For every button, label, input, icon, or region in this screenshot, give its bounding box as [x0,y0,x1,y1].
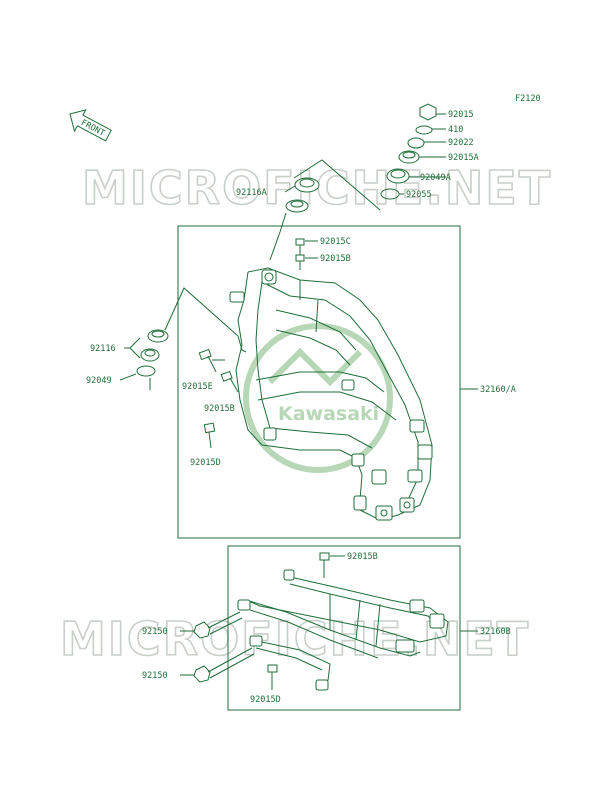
bolt-92015d-main [203,422,216,449]
label-32160a: 32160/A [480,385,516,395]
sub-frame [237,569,449,691]
bolt-92015b-sub [319,552,330,578]
label-92015b-top: 92015B [320,254,351,264]
subframe-box [227,545,461,711]
kawasaki-logo: Kawasaki [243,323,393,473]
label-410: 410 [448,125,463,135]
label-92015b-sub: 92015B [347,552,378,562]
front-arrow-icon: FRONT [69,109,112,142]
bolt-92015e [198,348,217,373]
bolt-92015b-mid [220,370,239,393]
diagram-code: F2120 [515,94,541,104]
label-92015d-main: 92015D [190,458,221,468]
label-92150-a: 92150 [142,627,168,637]
label-32160b: 32160B [480,627,511,637]
upper-bearing-92116a [285,177,320,213]
label-92015d-sub: 92015D [250,695,281,705]
bolt-92015b-top [295,254,305,270]
bolt-92015d-sub [267,664,278,690]
label-92055: 92055 [406,190,432,200]
label-92015b-mid: 92015B [204,404,235,414]
bolt-92015c [295,238,305,256]
label-92015e: 92015E [182,382,213,392]
label-92015c: 92015C [320,237,351,247]
bolt-92150-b [193,647,255,683]
label-92015a: 92015A [448,153,479,163]
logo-text: Kawasaki [278,403,379,425]
label-92150-b: 92150 [142,671,168,681]
label-92049: 92049 [86,376,112,386]
main-frame-box [177,225,461,539]
lower-bearing-92116 [136,329,169,377]
main-frame [229,267,433,521]
steering-bearing-stack [380,103,437,200]
label-92022: 92022 [448,138,474,148]
label-92015: 92015 [448,110,474,120]
bolt-92150-a [193,611,243,639]
label-92116a: 92116A [236,188,267,198]
label-92049a: 92049A [420,173,451,183]
label-92116: 92116 [90,344,116,354]
